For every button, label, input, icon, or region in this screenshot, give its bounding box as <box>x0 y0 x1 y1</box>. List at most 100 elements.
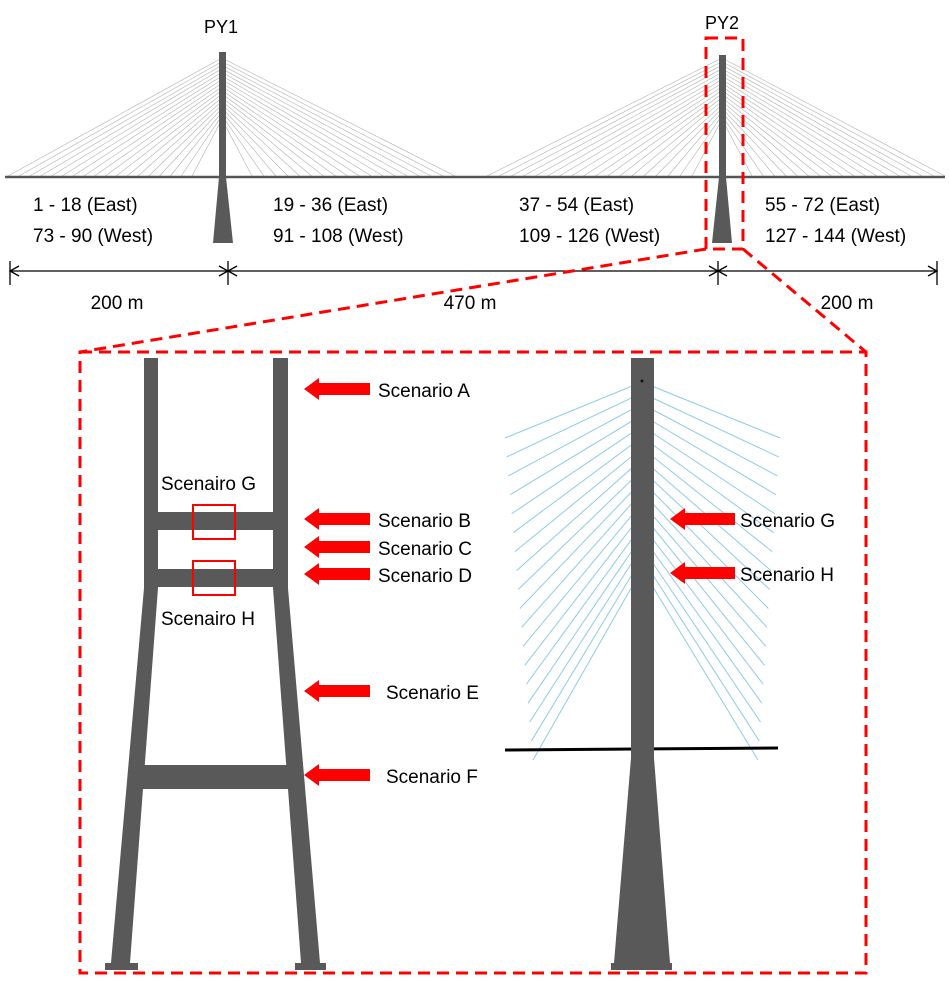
stay-cable <box>641 524 764 685</box>
stay-cable <box>641 392 779 458</box>
stay-cable <box>641 513 765 666</box>
stay-cable <box>524 513 643 666</box>
stay-cable <box>641 425 776 515</box>
span-1-west: 73 - 90 (West) <box>33 226 153 247</box>
stay-cable <box>170 111 223 177</box>
stay-cable <box>641 403 778 477</box>
stay-cable <box>529 546 643 723</box>
arrow-side-scenario-g <box>670 508 735 530</box>
stay-cable <box>221 100 312 177</box>
stay-cable <box>517 469 643 590</box>
stay-cable <box>83 82 223 177</box>
stay-cable <box>721 64 923 177</box>
stay-cable <box>221 75 396 177</box>
scenario-h-box <box>192 560 236 596</box>
tower-side-view <box>504 358 781 970</box>
stay-cable <box>641 535 763 704</box>
stay-cable <box>721 104 798 177</box>
tower-py2 <box>712 55 732 243</box>
stay-cable <box>721 61 934 177</box>
label-scenario-f: Scenario F <box>386 767 478 788</box>
label-side-scenario-h: Scenario H <box>740 565 834 586</box>
label-scenario-d: Scenario D <box>378 566 472 587</box>
stay-cable <box>148 104 223 177</box>
tower-label-py2: PY2 <box>705 13 739 33</box>
right-leg <box>273 358 320 963</box>
overview-stay-cables <box>7 57 946 177</box>
stay-cable <box>721 68 912 177</box>
label-side-scenario-g: Scenario G <box>740 511 835 532</box>
stay-cable <box>527 535 643 704</box>
label-scenario-e: Scenario E <box>386 683 479 704</box>
detail-frame <box>78 350 868 975</box>
stay-cable <box>595 90 723 177</box>
zoom-callout <box>78 36 868 975</box>
stay-cable <box>510 64 723 177</box>
dimension-label-middle: 470 m <box>444 293 497 314</box>
scenario-g-box <box>192 504 236 540</box>
stay-cable <box>508 403 643 477</box>
stay-cable <box>631 100 723 177</box>
stay-cable <box>51 72 223 177</box>
stay-cable <box>721 72 900 177</box>
stay-cable <box>221 115 265 177</box>
stay-cable <box>641 381 781 439</box>
span-3-east: 37 - 54 (East) <box>519 195 634 216</box>
side-stay-cables <box>504 381 781 761</box>
stay-cable <box>721 100 809 177</box>
stay-cable <box>535 72 723 177</box>
stay-cable <box>7 57 223 177</box>
side-pylon <box>614 358 670 963</box>
stay-cable <box>486 57 723 177</box>
side-view-arrows <box>670 508 735 584</box>
stay-cable <box>519 480 643 609</box>
stay-cable <box>721 75 889 177</box>
dimension-label-right: 200 m <box>821 293 874 314</box>
stay-cable <box>61 75 223 177</box>
stay-cable <box>641 414 777 496</box>
stay-cable <box>721 93 832 177</box>
stay-cable <box>137 100 223 177</box>
stay-cable <box>116 93 223 177</box>
stay-cable <box>221 82 372 177</box>
stay-cable <box>721 82 866 177</box>
stay-cable <box>571 82 723 177</box>
tower-py1 <box>213 52 233 243</box>
stay-cable <box>655 108 723 177</box>
stay-cable <box>126 97 223 177</box>
stay-cable <box>221 72 408 177</box>
stay-cable <box>221 68 420 177</box>
arrow-side-scenario-h <box>670 562 735 584</box>
stay-cable <box>547 75 723 177</box>
stay-cable <box>18 61 223 177</box>
stay-cable <box>498 61 723 177</box>
bottom-crossbeam <box>140 765 292 789</box>
arrow-scenario-a <box>304 378 370 400</box>
stay-cable <box>523 68 723 177</box>
stay-cable <box>512 436 643 534</box>
stay-cable <box>221 61 444 177</box>
stay-cable <box>641 436 774 534</box>
py2-highlight-box <box>704 36 745 251</box>
arrow-scenario-d <box>304 563 370 585</box>
span-2-west: 91 - 108 (West) <box>273 226 404 247</box>
span-2-east: 19 - 36 (East) <box>273 195 388 216</box>
stay-cable <box>514 447 643 553</box>
dimension-label-left: 200 m <box>91 293 144 314</box>
stay-cable <box>105 90 223 177</box>
stay-cable <box>583 86 723 177</box>
stay-cable <box>641 546 762 723</box>
side-footing <box>611 963 672 970</box>
stay-cable <box>643 104 723 177</box>
bridge-elevation: PY1 PY2 1 - 18 (East) 73 - 90 (West) 19 … <box>5 13 946 314</box>
arrow-scenario-f <box>304 764 370 786</box>
scenairo-g-label: Scenairo G <box>161 474 256 495</box>
stay-cable <box>721 119 753 177</box>
left-leg <box>111 358 158 963</box>
stay-cable <box>641 447 773 553</box>
stay-cable <box>221 90 348 177</box>
stay-cable <box>521 491 643 628</box>
stay-cable <box>641 469 770 590</box>
span-3-west: 109 - 126 (West) <box>519 226 660 247</box>
stay-cable <box>641 491 768 628</box>
